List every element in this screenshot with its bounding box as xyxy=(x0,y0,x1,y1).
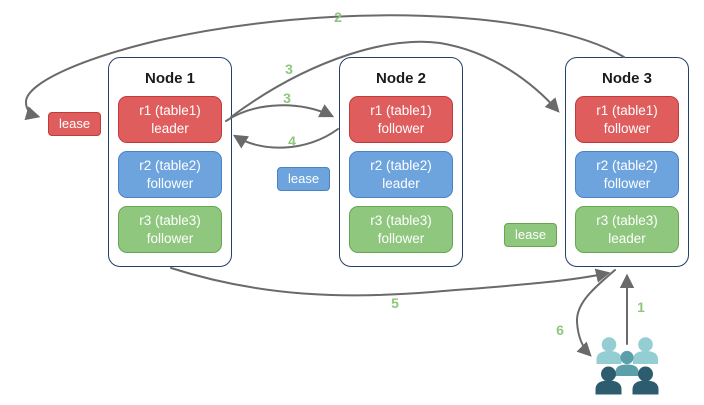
step-label-4: 4 xyxy=(288,133,296,149)
lease-tag-r2: lease xyxy=(277,167,331,191)
person-back-right-icon xyxy=(633,337,658,364)
range-label: r3 (table3) xyxy=(370,212,432,228)
node-2-title: Node 2 xyxy=(375,70,426,87)
node-1-title: Node 1 xyxy=(144,70,195,87)
range-role: follower xyxy=(377,120,425,136)
range-label: r3 (table3) xyxy=(596,212,658,228)
range-label: r1 (table1) xyxy=(139,102,201,118)
node-2-range-r2: r2 (table2) leader xyxy=(349,151,453,198)
lease-tag-r1: lease xyxy=(48,112,102,136)
range-role: follower xyxy=(377,230,425,246)
arrow-5-commit xyxy=(170,267,611,297)
person-middle-icon xyxy=(615,350,639,376)
step-label-6: 6 xyxy=(556,322,564,338)
step-label-5: 5 xyxy=(391,295,399,311)
range-role: follower xyxy=(146,230,194,246)
range-role: follower xyxy=(603,175,651,191)
node-1-range-r3: r3 (table3) follower xyxy=(118,206,222,253)
range-role: leader xyxy=(382,175,420,191)
person-front-right-icon xyxy=(632,366,659,395)
range-role: follower xyxy=(146,175,194,191)
users-icon xyxy=(595,337,659,395)
range-label: r1 (table1) xyxy=(596,102,658,118)
range-role: follower xyxy=(603,120,651,136)
node-1-range-r2: r2 (table2) follower xyxy=(118,151,222,198)
person-back-left-icon xyxy=(596,337,622,364)
step-label-2: 2 xyxy=(334,9,342,25)
node-2-range-r1: r1 (table1) follower xyxy=(349,96,453,143)
arrow-3-replicate-node2 xyxy=(225,104,335,122)
node-1-range-r1: r1 (table1) leader xyxy=(118,96,222,143)
lease-tag-r3: lease xyxy=(504,223,558,247)
node-3: Node 3 r1 (table1) follower r2 (table2) … xyxy=(565,57,689,267)
step-label-3b: 3 xyxy=(283,90,291,106)
range-role: leader xyxy=(608,230,646,246)
step-label-3a: 3 xyxy=(285,61,293,77)
arrow-6-response xyxy=(575,269,616,357)
node-2: Node 2 r1 (table1) follower r2 (table2) … xyxy=(339,57,463,267)
node-3-range-r1: r1 (table1) follower xyxy=(575,96,679,143)
node-3-range-r3: r3 (table3) leader xyxy=(575,206,679,253)
person-front-left-icon xyxy=(595,366,622,395)
range-label: r3 (table3) xyxy=(139,212,201,228)
range-role: leader xyxy=(151,120,189,136)
range-label: r1 (table1) xyxy=(370,102,432,118)
range-label: r2 (table2) xyxy=(370,157,432,173)
node-3-range-r2: r2 (table2) follower xyxy=(575,151,679,198)
node-2-range-r3: r3 (table3) follower xyxy=(349,206,453,253)
range-label: r2 (table2) xyxy=(139,157,201,173)
range-label: r2 (table2) xyxy=(596,157,658,173)
node-3-title: Node 3 xyxy=(601,70,652,87)
node-1: Node 1 r1 (table1) leader r2 (table2) fo… xyxy=(108,57,232,267)
step-label-1: 1 xyxy=(637,299,645,315)
